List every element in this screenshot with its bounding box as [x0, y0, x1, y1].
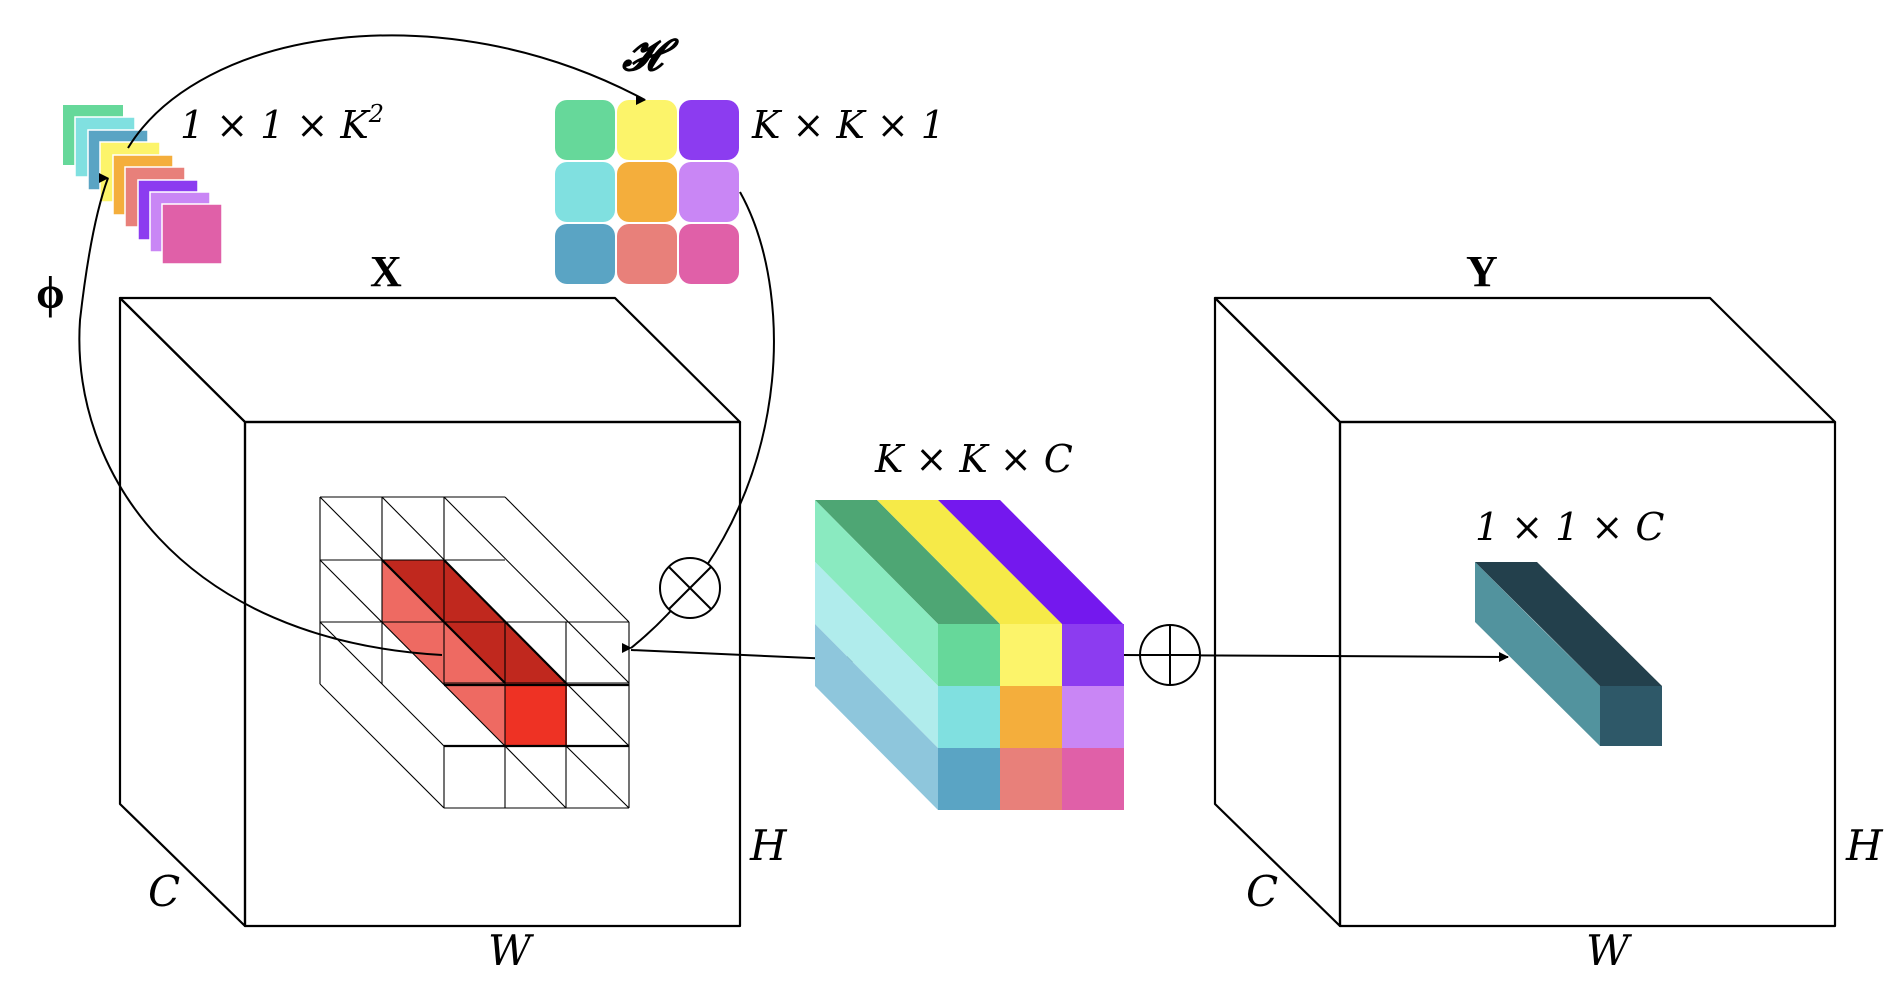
kernel-cell: [679, 162, 739, 222]
gather-front-cell: [1000, 748, 1062, 810]
gather-top-strip: [938, 500, 1123, 624]
hypernet-label: 𝓗: [622, 31, 680, 80]
kernel-cell: [617, 162, 677, 222]
gather-front-cell: [1000, 624, 1062, 686]
gather-top-strip: [815, 500, 1000, 624]
gather-front-cell: [1062, 686, 1124, 748]
gathered-patch-label: K × K × C: [874, 437, 1073, 481]
kernel-cell: [555, 162, 615, 222]
output-pixel-label: 1 × 1 × C: [1475, 505, 1664, 549]
gathered-patch-tensor: [815, 500, 1124, 810]
input-tensor-front-face: [243, 420, 742, 928]
gather-front-cell: [1062, 624, 1124, 686]
kernel-vector-stack: [63, 105, 223, 265]
kernel-cell: [555, 100, 615, 160]
circled-times-icon: [659, 557, 721, 619]
input-tensor-top-face: [118, 296, 742, 424]
output-column-side: [1600, 686, 1662, 746]
kernel-slice: [161, 203, 223, 265]
gather-side-strip: [815, 562, 938, 748]
output-tensor-side-face: [1213, 296, 1342, 928]
kernel-cell: [617, 224, 677, 284]
output-channel-label: C: [1246, 867, 1278, 916]
kernel-matrix-label: K × K × 1: [751, 103, 945, 147]
phi-to-hypernet-arrow: [127, 34, 646, 149]
kernel-cell: [617, 100, 677, 160]
output-tensor-top-face: [1213, 296, 1837, 424]
output-width-label: W: [1586, 926, 1633, 975]
patch-to-phi-arrow: [78, 173, 443, 656]
output-column-front: [1475, 562, 1600, 746]
output-column-top: [1475, 562, 1662, 686]
circled-plus-icon: [1139, 624, 1201, 686]
kernel-cell: [679, 224, 739, 284]
gather-top-strip: [877, 500, 1062, 624]
patch-highlight-bright: [505, 683, 567, 746]
gather-side-strip: [815, 624, 938, 810]
gather-front-cell: [1062, 748, 1124, 810]
output-tensor: [1213, 296, 1837, 928]
gather-front-cell: [938, 686, 1000, 748]
input-tensor: [118, 296, 742, 928]
kernel-cell: [555, 224, 615, 284]
input-tensor-side-face: [118, 296, 247, 928]
kernel-matrix: [555, 100, 739, 284]
gather-front-cell: [1000, 686, 1062, 748]
input-height-label: H: [749, 821, 788, 870]
gather-front-cell: [938, 624, 1000, 686]
gather-front-cell: [938, 748, 1000, 810]
input-channel-label: C: [148, 867, 180, 916]
output-tensor-front-face: [1338, 420, 1837, 928]
kernel-cell: [679, 100, 739, 160]
kernel-vector-label: 1 × 1 × K2: [180, 100, 384, 147]
output-tensor-label: Y: [1466, 247, 1498, 296]
gather-side-strip: [815, 500, 938, 686]
phi-label: ϕ: [36, 267, 65, 318]
output-height-label: H: [1845, 821, 1884, 870]
input-patch-grid: [319, 496, 630, 809]
input-width-label: W: [488, 926, 535, 975]
input-tensor-label: X: [370, 247, 402, 296]
output-pixel-column: [1475, 562, 1662, 746]
